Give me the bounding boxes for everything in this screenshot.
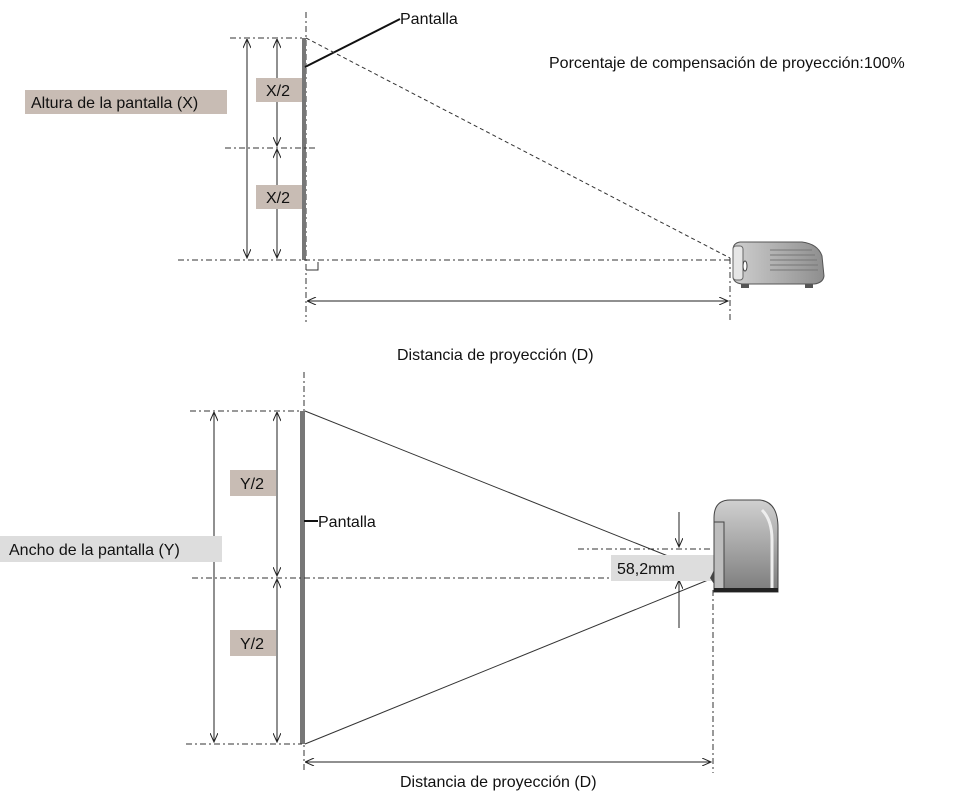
side-view: Pantalla Altura de la pantalla (X) X/2 X… bbox=[25, 11, 905, 364]
projection-ray-lower bbox=[304, 577, 714, 745]
lower-half-label-bg bbox=[256, 185, 302, 209]
distance-label-side: Distancia de proyección (D) bbox=[397, 347, 594, 364]
screen-side-view bbox=[302, 38, 306, 260]
lower-half-label: X/2 bbox=[266, 190, 290, 207]
right-angle-mark bbox=[306, 262, 319, 271]
upper-half-label-bg bbox=[256, 78, 302, 102]
screen-label: Pantalla bbox=[400, 11, 458, 28]
projector-side-icon bbox=[732, 241, 825, 288]
distance-label-plan: Distancia de proyección (D) bbox=[400, 774, 597, 791]
offset-percentage-text: Porcentaje de compensación de proyección… bbox=[549, 55, 905, 72]
projection-ray-upper bbox=[304, 410, 714, 575]
projection-ray-side bbox=[305, 37, 731, 259]
lower-half-width-label-bg bbox=[230, 630, 276, 656]
upper-half-width-label: Y/2 bbox=[240, 476, 264, 493]
screen-label-plan: Pantalla bbox=[318, 514, 376, 531]
upper-half-label: X/2 bbox=[266, 83, 290, 100]
height-label-bg bbox=[25, 90, 227, 114]
width-label-bg bbox=[0, 536, 222, 562]
lens-offset-label: 58,2mm bbox=[617, 561, 675, 578]
top-view: Pantalla Ancho de la pantalla (Y) Y/2 Y/… bbox=[0, 372, 779, 791]
upper-half-width-label-bg bbox=[230, 470, 276, 496]
lower-half-width-label: Y/2 bbox=[240, 636, 264, 653]
width-label: Ancho de la pantalla (Y) bbox=[9, 542, 180, 559]
screen-pointer-line bbox=[304, 18, 401, 68]
lens-offset-label-bg bbox=[611, 555, 715, 581]
height-label: Altura de la pantalla (X) bbox=[31, 95, 198, 112]
screen-top-view bbox=[300, 411, 305, 744]
projector-top-icon bbox=[710, 499, 779, 593]
